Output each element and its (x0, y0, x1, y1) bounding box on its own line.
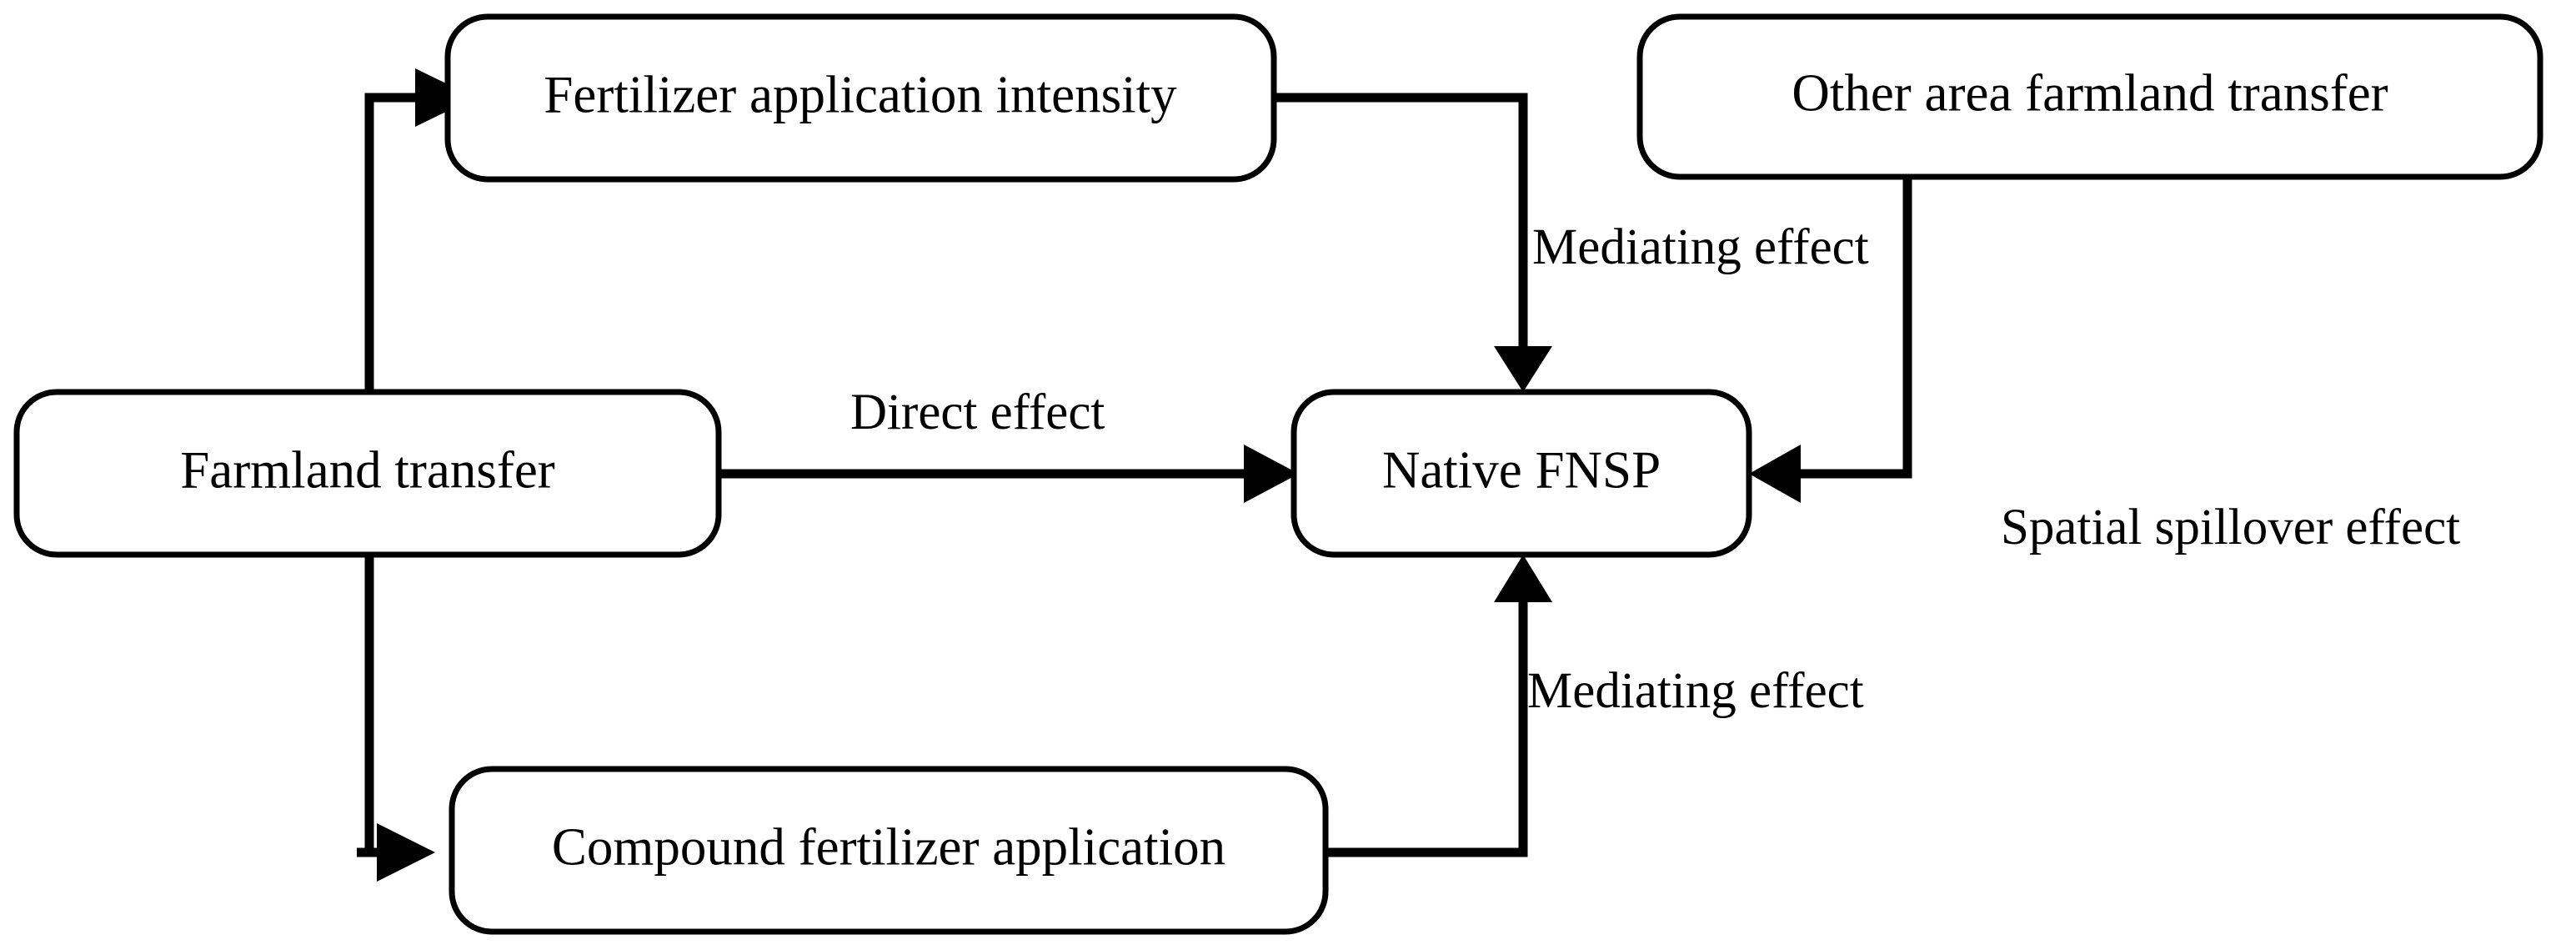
node-label-fertilizer-application-intensity: Fertilizer application intensity (544, 65, 1177, 123)
arrow-head-icon (1494, 346, 1552, 392)
edge-label-mediating-effect-top: Mediating effect (1532, 219, 1869, 275)
edge-label-direct-effect: Direct effect (850, 385, 1105, 440)
edge-label-spatial-spillover-effect: Spatial spillover effect (2001, 500, 2460, 555)
node-box-shape (444, 13, 1277, 183)
arrow-head-icon (1749, 445, 1801, 503)
edge-farmland-transfer-to-compound-fertilizer (357, 555, 435, 882)
node-box-shape (449, 766, 1329, 935)
edge-compound-fertilizer-to-native-fnsp (1326, 555, 1552, 857)
node-farmland-transfer[interactable]: Farmland transfer (13, 389, 722, 558)
node-box-shape (1636, 13, 2543, 180)
edge-path (364, 93, 415, 392)
node-label-farmland-transfer: Farmland transfer (180, 440, 555, 499)
node-fertilizer-application-intensity[interactable]: Fertilizer application intensity (444, 13, 1277, 183)
edge-path (1326, 602, 1528, 857)
arrow-head-icon (377, 823, 435, 882)
node-compound-fertilizer-application[interactable]: Compound fertilizer application (449, 766, 1329, 935)
node-box-shape (1291, 389, 1752, 558)
node-label-native-fnsp: Native FNSP (1382, 440, 1661, 499)
arrow-head-icon (1494, 555, 1552, 602)
edge-fertilizer-intensity-to-native-fnsp (1274, 93, 1552, 392)
edge-path (1274, 93, 1528, 346)
node-native-fnsp[interactable]: Native FNSP (1291, 389, 1752, 558)
edge-farmland-transfer-to-native-fnsp (719, 445, 1299, 503)
node-other-area-farmland-transfer[interactable]: Other area farmland transfer (1636, 13, 2543, 180)
node-label-other-area-farmland-transfer: Other area farmland transfer (1792, 63, 2388, 122)
node-label-compound-fertilizer-application: Compound fertilizer application (552, 817, 1225, 876)
edge-path (1801, 177, 1912, 479)
edge-other-area-transfer-to-native-fnsp (1749, 177, 1912, 503)
node-box-shape (13, 389, 722, 558)
edge-label-mediating-effect-bottom: Mediating effect (1527, 663, 1864, 719)
arrow-head-icon (1244, 445, 1299, 503)
edge-path (360, 555, 374, 857)
